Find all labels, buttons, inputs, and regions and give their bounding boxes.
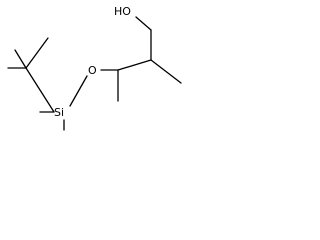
bond-ch2-to-hydroxyl	[135, 16, 152, 31]
bond-ch-methyl-right	[150, 59, 182, 84]
bond-ch-to-ch	[117, 59, 152, 71]
ether-oxygen-label: O	[88, 64, 97, 77]
chemical-structure-diagram: HO O Si	[7, 5, 182, 131]
bond-si-to-oxygen	[69, 75, 88, 107]
silicon-label: Si	[54, 106, 64, 119]
hydroxyl-label: HO	[114, 5, 131, 18]
bond-tbu-methyl-top-right	[25, 37, 49, 69]
bond-tbu-methyl-top-left	[14, 49, 27, 69]
bond-tbu-quaternary-to-si	[25, 67, 55, 113]
